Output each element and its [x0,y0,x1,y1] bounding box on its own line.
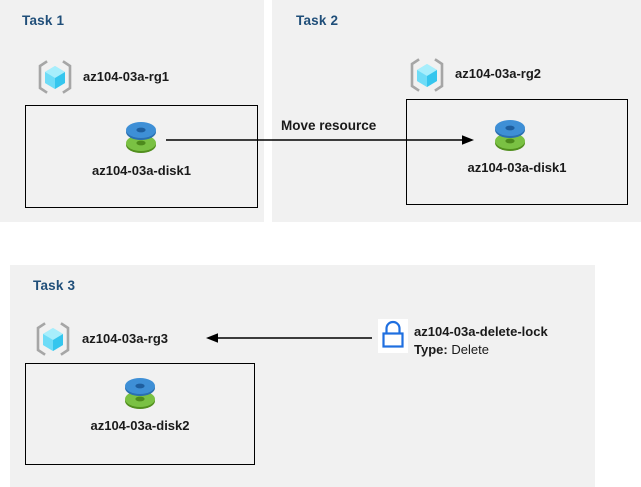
task3-resource-group-label: az104-03a-rg3 [82,331,168,346]
lock-icon [378,319,408,353]
task3-title: Task 3 [33,278,76,293]
resource-group-icon [36,58,74,96]
task2-panel [272,0,641,222]
task1-resource-group-label: az104-03a-rg1 [83,69,169,84]
disk-icon [490,115,530,157]
delete-lock-type: Type: Delete [414,342,489,357]
task3-panel [10,265,595,487]
task1-resource-label: az104-03a-disk1 [91,163,191,178]
task1-title: Task 1 [22,13,65,28]
delete-lock-name: az104-03a-delete-lock [414,324,548,339]
task2-resource-group-label: az104-03a-rg2 [455,66,541,81]
delete-lock-type-value: Delete [451,342,489,357]
task2-resource-label: az104-03a-disk1 [467,160,567,175]
task1-panel [0,0,264,222]
resource-group-icon [408,56,446,94]
delete-lock-arrow [206,328,372,348]
move-resource-label: Move resource [281,118,377,133]
move-resource-arrow [166,130,476,150]
task3-resource-label: az104-03a-disk2 [90,418,190,433]
resource-group-icon [34,320,72,358]
task1-resource-box [25,105,258,208]
task3-resource-box [25,363,255,465]
task2-resource-box [406,99,628,205]
disk-icon [120,373,160,415]
task2-title: Task 2 [296,13,339,28]
disk-icon [121,117,161,159]
delete-lock-type-label: Type: [414,342,448,357]
